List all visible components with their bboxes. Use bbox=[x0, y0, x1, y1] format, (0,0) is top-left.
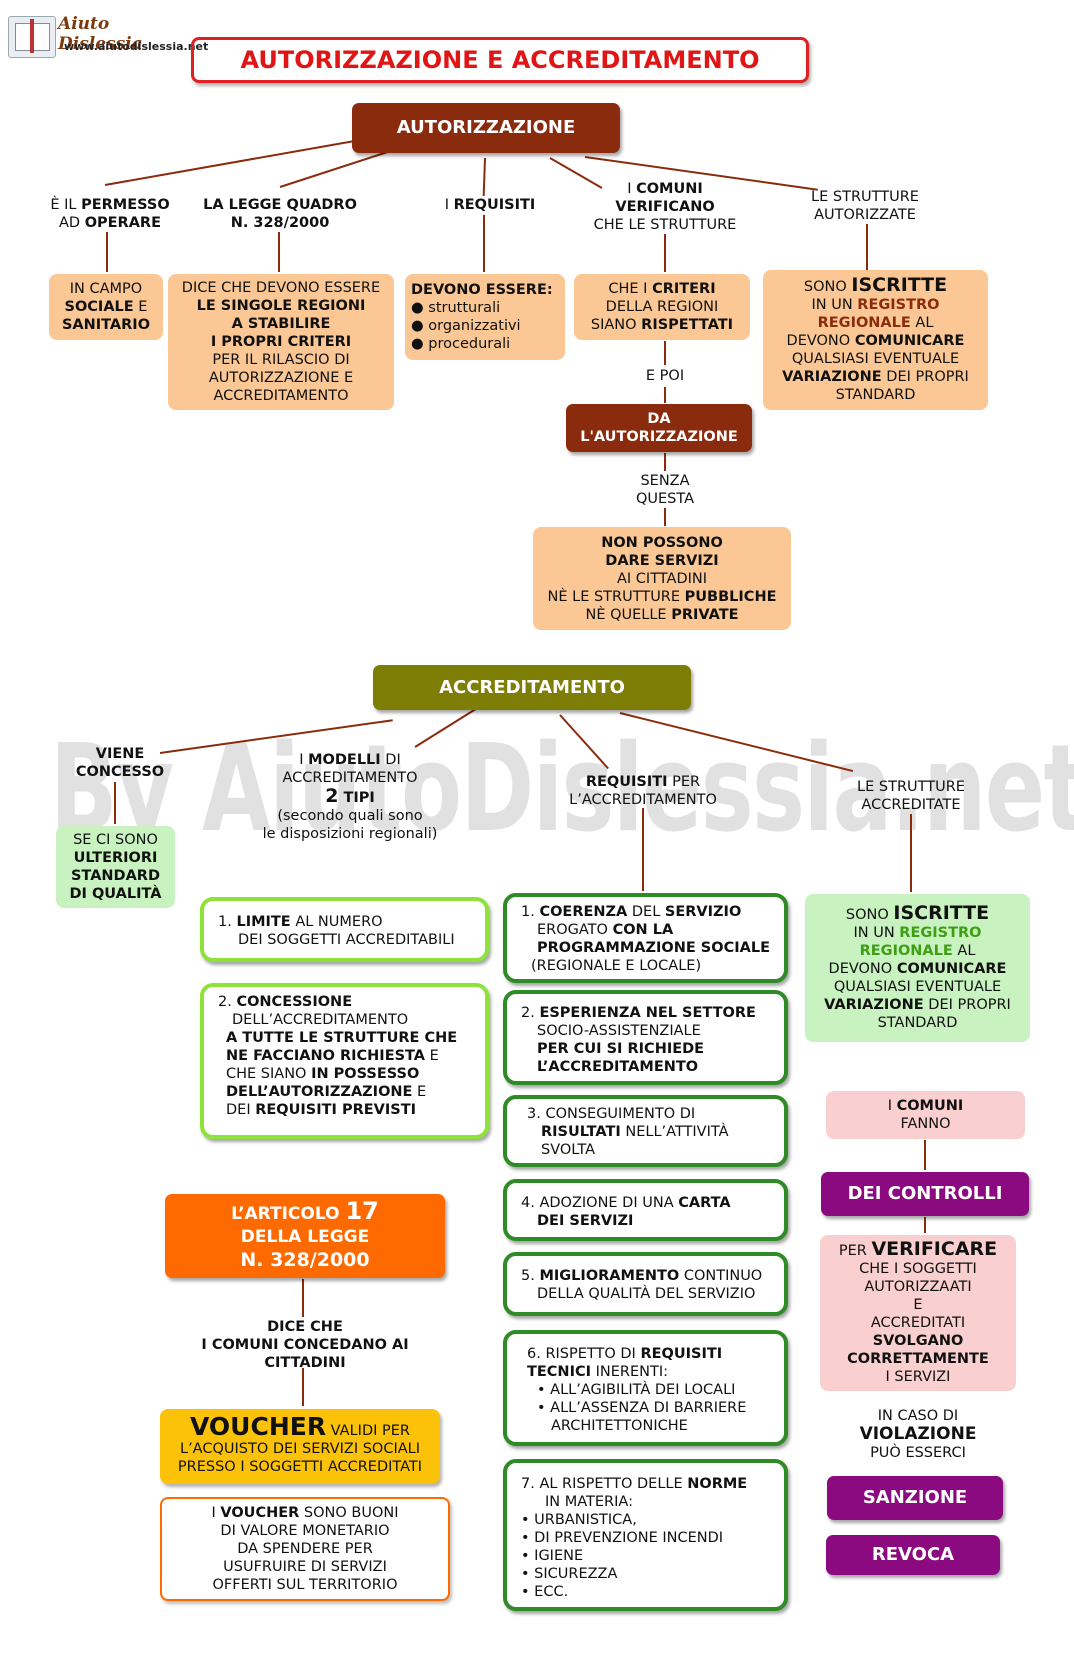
logo-name: Aiuto Dislessia bbox=[58, 14, 143, 54]
requisito-6: 6. RISPETTO DI REQUISITI TECNICI INERENT… bbox=[503, 1330, 788, 1446]
label-comuni-verificano: I COMUNI VERIFICANO CHE LE STRUTTURE bbox=[593, 181, 737, 233]
connector bbox=[114, 782, 116, 824]
logo-book-icon bbox=[8, 16, 56, 58]
connector bbox=[483, 215, 485, 272]
req-item: ● organizzativi bbox=[411, 318, 521, 334]
connector bbox=[866, 224, 868, 270]
requisito-2: 2. ESPERIENZA NEL SETTORE SOCIO-ASSISTEN… bbox=[503, 990, 788, 1085]
requisito-7: 7. AL RISPETTO DELLE NORME IN MATERIA: •… bbox=[503, 1459, 788, 1611]
box-revoca: REVOCA bbox=[826, 1535, 1000, 1575]
connector bbox=[664, 341, 666, 365]
modello-2: 2. CONCESSIONE DELL’ACCREDITAMENTO A TUT… bbox=[200, 983, 489, 1139]
modello-1: 1. LIMITE AL NUMERO DEI SOGGETTI ACCREDI… bbox=[200, 897, 489, 962]
connector bbox=[302, 1368, 304, 1406]
box-campo: IN CAMPO SOCIALE E SANITARIO bbox=[49, 274, 163, 340]
box-ulteriori-standard: SE CI SONO ULTERIORI STANDARD DI QUALITÀ bbox=[56, 826, 175, 908]
connector bbox=[278, 232, 280, 272]
box-iscritte-autorizzate: SONO ISCRITTE IN UN REGISTRO REGIONALE A… bbox=[763, 270, 988, 410]
logo[interactable]: Aiuto Dislessia www.aiutodislessia.net bbox=[6, 12, 208, 58]
connector bbox=[924, 1140, 926, 1170]
label-permesso: È IL PERMESSO AD OPERARE bbox=[50, 197, 170, 231]
box-verificare: PER VERIFICARE CHE I SOGGETTI AUTORIZZAA… bbox=[820, 1235, 1016, 1391]
connector bbox=[664, 453, 666, 471]
connector bbox=[664, 234, 666, 272]
requisito-4: 4. ADOZIONE DI UNA CARTA DEI SERVIZI bbox=[503, 1179, 788, 1241]
label-modelli: I MODELLI DI ACCREDITAMENTO 2 TIPI (seco… bbox=[262, 752, 438, 842]
box-iscritte-accreditate: SONO ISCRITTE IN UN REGISTRO REGIONALE A… bbox=[805, 894, 1030, 1042]
box-voucher: VOUCHER VALIDI PER L’ACQUISTO DEI SERVIZ… bbox=[160, 1409, 440, 1484]
box-articolo-17: L’ARTICOLO 17 DELLA LEGGE N. 328/2000 bbox=[165, 1194, 445, 1278]
requisito-1: 1. COERENZA DEL SERVIZIO EROGATO CON LA … bbox=[503, 893, 788, 983]
connector bbox=[664, 387, 666, 403]
label-in-caso-violazione: IN CASO DI VIOLAZIONE PUÒ ESSERCI bbox=[859, 1408, 977, 1461]
page-title-text: AUTORIZZAZIONE E ACCREDITAMENTO bbox=[240, 46, 760, 74]
label-requisiti: I REQUISITI bbox=[444, 197, 536, 213]
requisito-5: 5. MIGLIORAMENTO CONTINUO DELLA QUALITÀ … bbox=[503, 1252, 788, 1316]
connector bbox=[664, 508, 666, 526]
box-da-autorizzazione: DA L'AUTORIZZAZIONE bbox=[566, 404, 752, 452]
box-criteri: CHE I CRITERI DELLA REGIONI SIANO RISPET… bbox=[574, 274, 750, 340]
connector bbox=[642, 808, 644, 891]
box-comuni-fanno: I COMUNI FANNO bbox=[826, 1091, 1025, 1139]
box-dei-controlli: DEI CONTROLLI bbox=[821, 1172, 1029, 1216]
req-item: ● strutturali bbox=[411, 300, 501, 316]
page-title: AUTORIZZAZIONE E ACCREDITAMENTO bbox=[191, 37, 809, 83]
connector bbox=[104, 140, 354, 186]
box-legge-quadro: DICE CHE DEVONO ESSERE LE SINGOLE REGION… bbox=[168, 274, 394, 410]
connector bbox=[482, 157, 486, 197]
connector bbox=[106, 232, 108, 272]
box-voucher-def: I VOUCHER SONO BUONI DI VALORE MONETARIO… bbox=[160, 1497, 450, 1601]
accreditamento-header: ACCREDITAMENTO bbox=[373, 665, 691, 710]
connector bbox=[910, 814, 912, 892]
label-e-poi: E POI bbox=[645, 368, 685, 384]
connector bbox=[302, 1279, 304, 1317]
box-requisiti: DEVONO ESSERE: ● strutturali ● organizza… bbox=[405, 274, 565, 360]
logo-url: www.aiutodislessia.net bbox=[64, 40, 209, 53]
requisito-3: 3. CONSEGUIMENTO DI RISULTATI NELL’ATTIV… bbox=[503, 1095, 788, 1167]
autorizzazione-header: AUTORIZZAZIONE bbox=[352, 103, 620, 153]
connector bbox=[924, 1217, 926, 1233]
box-sanzione: SANZIONE bbox=[827, 1476, 1003, 1520]
req-item: ● procedurali bbox=[411, 336, 511, 352]
box-non-possono: NON POSSONO DARE SERVIZI AI CITTADINI NÈ… bbox=[533, 527, 791, 630]
